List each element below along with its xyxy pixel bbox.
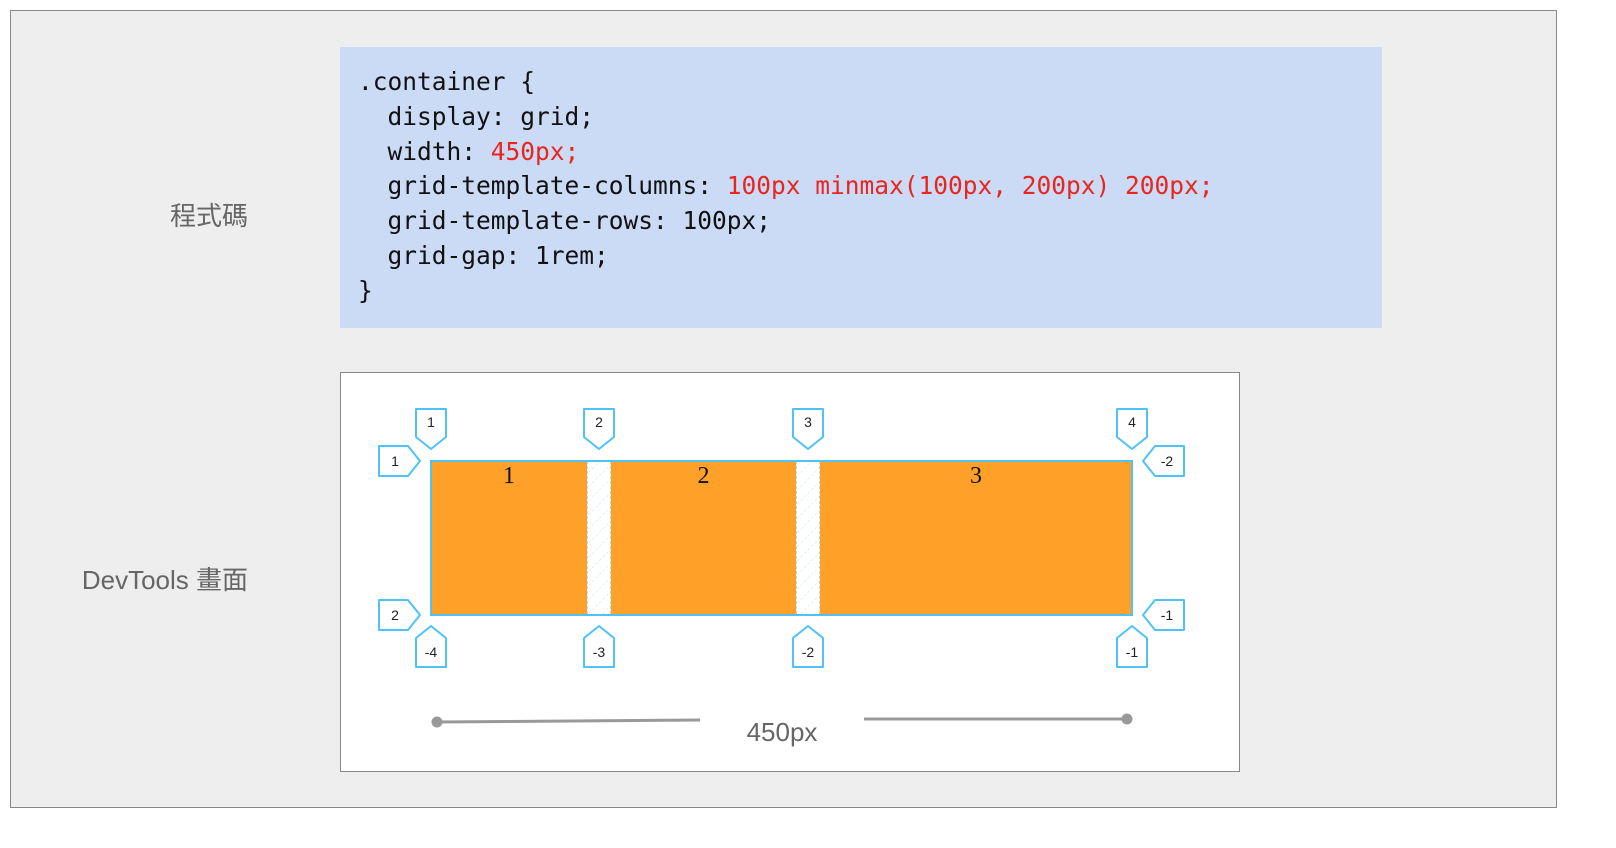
line-number: -2 [802,644,815,660]
column-line-badge-bottom: -2 [792,625,824,668]
grid-cell-label: 1 [503,463,515,489]
ruler-end-dot [1121,713,1133,725]
line-number: 1 [427,414,435,430]
code-label: 程式碼 [169,201,248,231]
line-number: -1 [1126,644,1139,660]
column-line-badge-top: 2 [583,408,615,450]
code-line: grid-gap: 1rem; [358,240,609,270]
code-highlight: 100px minmax(100px, 200px) 200px; [726,171,1214,201]
code-line: display: grid; [358,101,595,131]
code-line: grid-template-rows: 100px; [358,206,772,236]
line-number: -1 [1161,607,1174,623]
column-line-badge-bottom: -4 [415,625,447,668]
grid-cell [820,461,1132,615]
code-line: grid-template-columns: [358,171,727,201]
line-number: 3 [804,414,812,430]
css-code-block: .container { display: grid; width: 450px… [340,47,1382,328]
line-number: -2 [1161,453,1174,469]
column-line-badge-top: 1 [415,408,447,450]
column-line-badge-bottom: -3 [583,625,615,668]
grid-cell [611,461,796,615]
devtools-label: DevTools 畫面 [81,565,248,595]
column-line-badge-top: 4 [1116,408,1148,450]
row-line-badge-right: -2 [1142,445,1185,477]
row-line-badge-left: 2 [378,599,421,631]
column-line-badge-top: 3 [792,408,824,450]
ruler-start-dot [431,716,443,728]
row-line-badge-right: -1 [1142,599,1185,631]
line-number: -4 [425,644,438,660]
width-ruler: 450px [431,713,1133,747]
code-line: width: [358,136,491,166]
line-number: 2 [391,607,399,623]
grid-cell-label: 2 [698,463,710,489]
line-number: -3 [593,644,606,660]
code-highlight: 450px; [490,136,580,166]
line-number: 1 [391,453,399,469]
column-line-badge-bottom: -1 [1116,625,1148,668]
code-line: } [358,275,373,305]
grid-gap [796,461,820,615]
row-line-badge-left: 1 [378,445,421,477]
grid-cell [431,461,587,615]
grid-gap [587,461,611,615]
width-label: 450px [747,717,818,747]
code-line: .container { [358,67,536,96]
grid-outline [430,460,1133,616]
line-number: 2 [595,414,603,430]
line-number: 4 [1128,414,1136,430]
grid-cell-label: 3 [970,463,982,489]
